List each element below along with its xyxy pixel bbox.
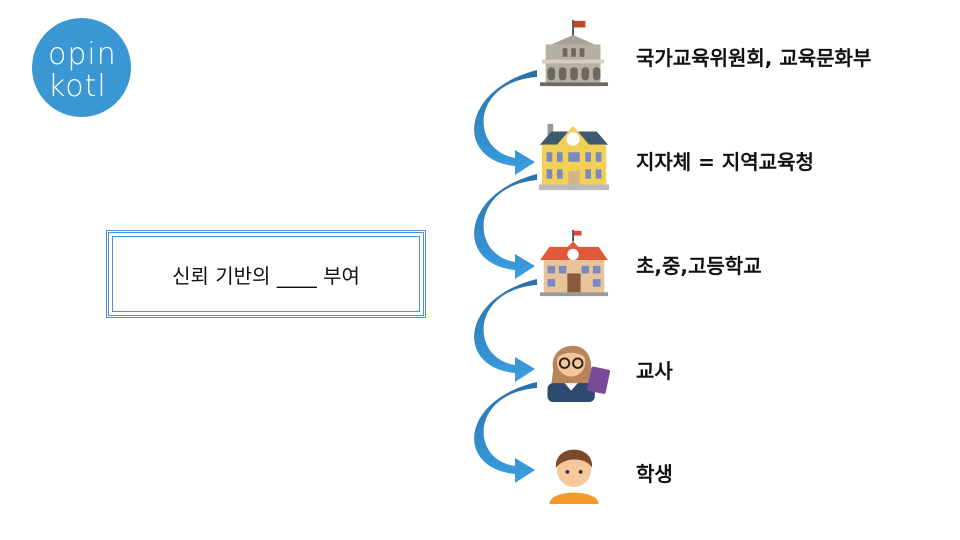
trust-box-text: 신뢰 기반의 ____ 부여 bbox=[172, 263, 360, 288]
arrow-4 bbox=[474, 382, 537, 483]
trust-box: 신뢰 기반의 ____ 부여 bbox=[106, 230, 426, 318]
arrow-3 bbox=[474, 279, 537, 382]
logo-line2: kotl bbox=[48, 69, 107, 104]
school-icon bbox=[539, 229, 609, 297]
arrow-2 bbox=[474, 174, 537, 279]
arrow-1 bbox=[474, 70, 537, 175]
logo-line1: opin bbox=[48, 37, 117, 72]
level-school: 초,중,고등학교 bbox=[636, 254, 762, 278]
student-icon bbox=[549, 449, 599, 504]
government-building-icon bbox=[539, 19, 609, 87]
level-national: 국가교육위원회, 교육문화부 bbox=[636, 46, 872, 70]
school-building-icon bbox=[539, 123, 609, 191]
teacher-icon bbox=[547, 345, 611, 402]
level-teacher: 교사 bbox=[636, 359, 673, 383]
opinkot-logo: opin kotl bbox=[32, 18, 131, 117]
level-local-office: 지자체 = 지역교육청 bbox=[636, 150, 814, 174]
level-student: 학생 bbox=[636, 462, 673, 486]
